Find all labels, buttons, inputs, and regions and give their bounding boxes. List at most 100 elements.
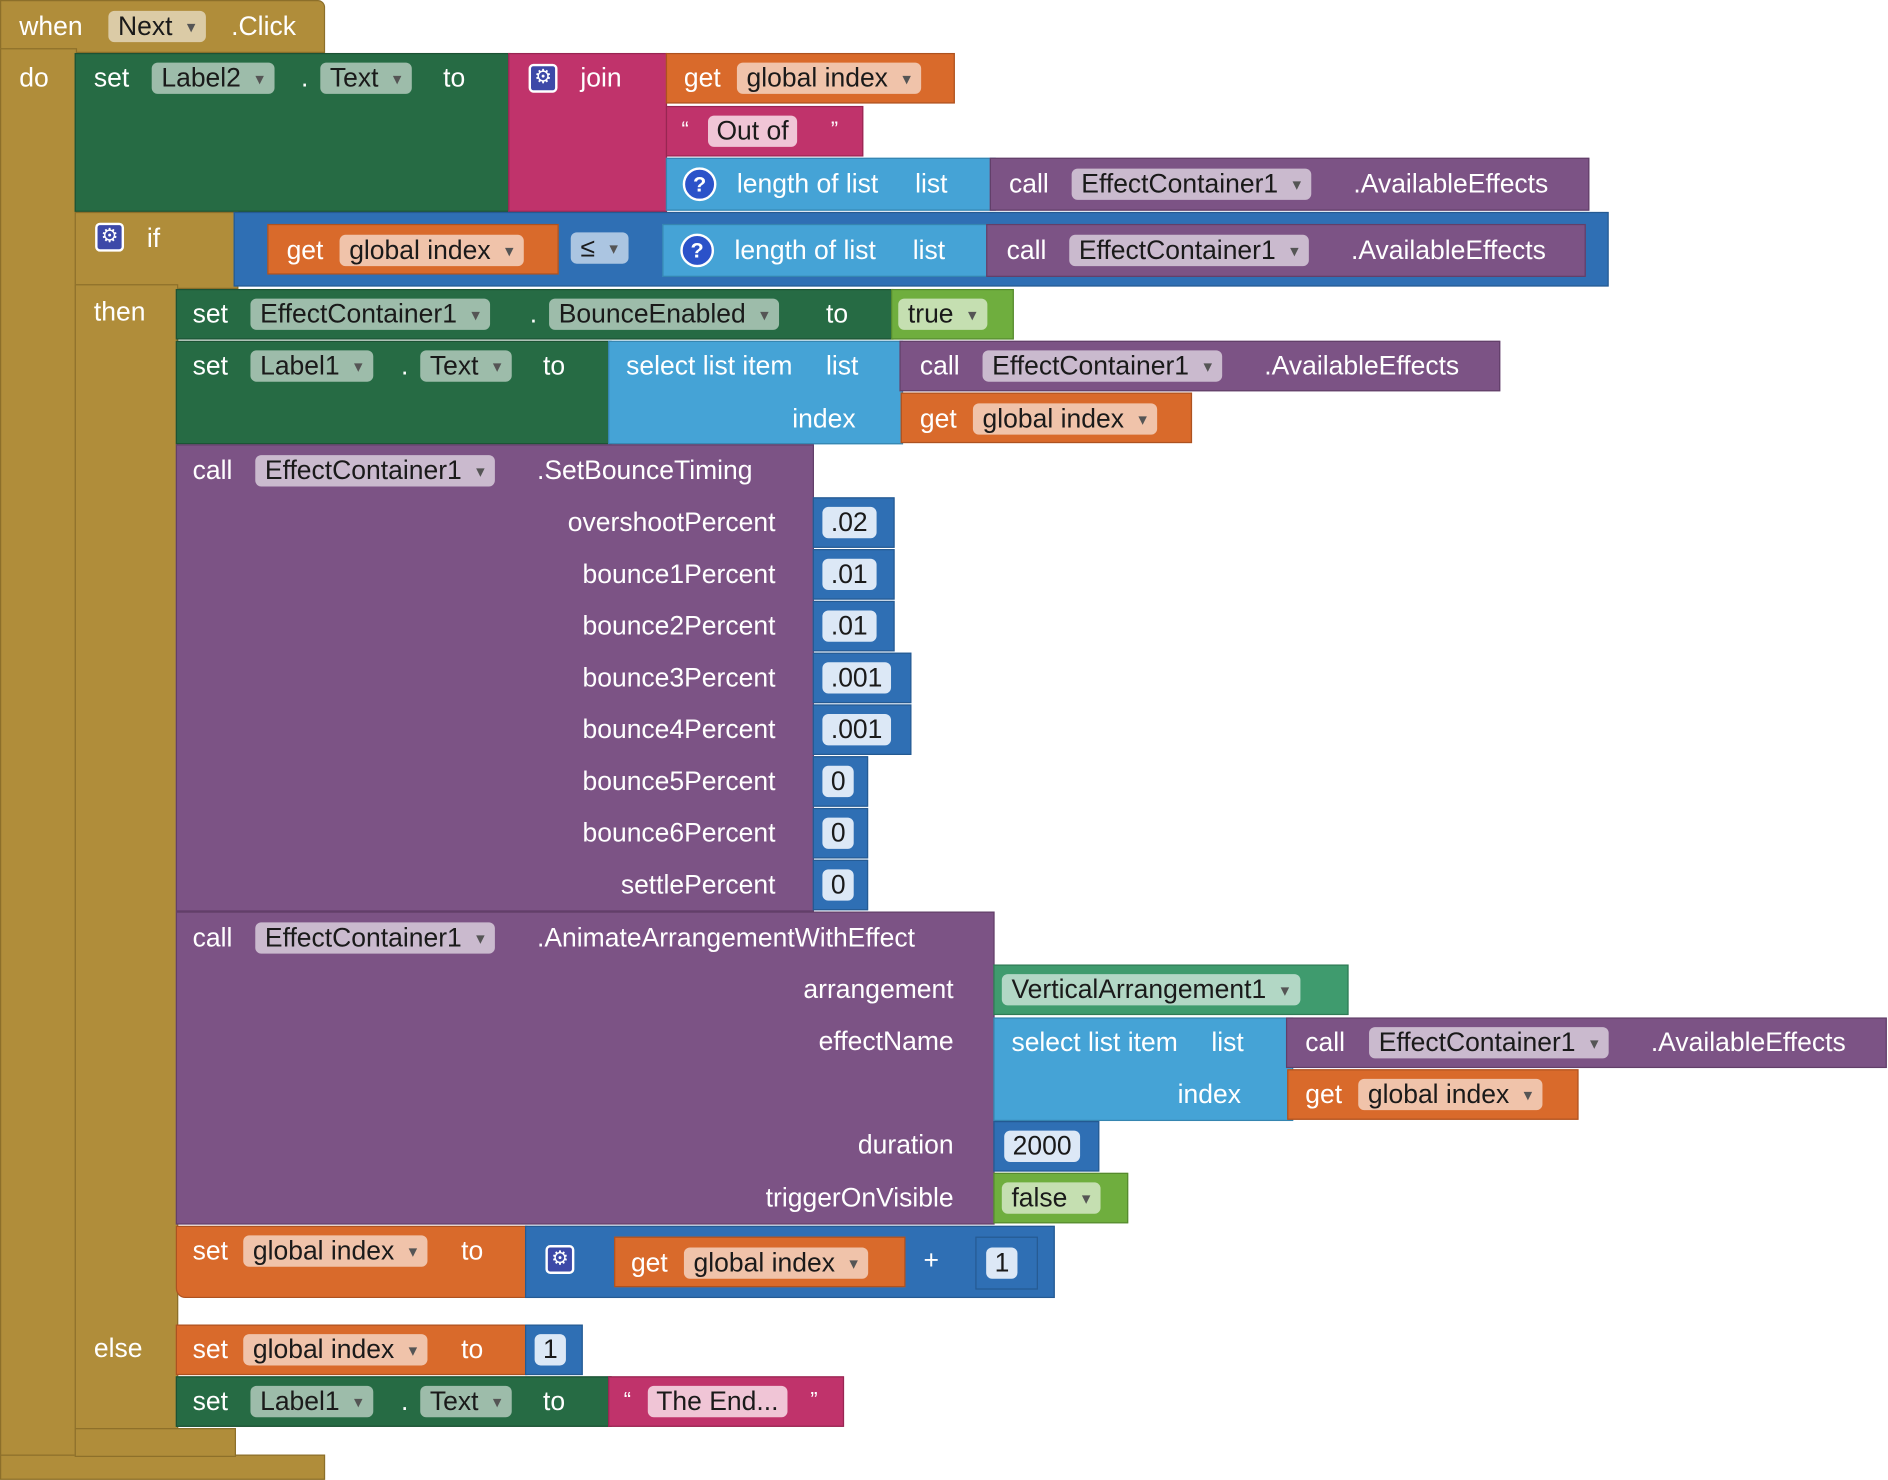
effect-container-dropdown[interactable]: EffectContainer1 (255, 455, 496, 487)
set-keyword: set (192, 350, 229, 381)
effect-container-dropdown[interactable]: EffectContainer1 (982, 350, 1223, 382)
set-keyword: set (192, 298, 229, 329)
set-label1-text-block[interactable] (175, 340, 612, 445)
global-index-dropdown[interactable]: global index (1358, 1078, 1543, 1111)
call-keyword: call (192, 922, 233, 953)
bounce-param-value-field[interactable]: .01 (822, 610, 877, 642)
bounce-param-value-field[interactable]: .001 (822, 662, 891, 694)
call-keyword: call (1006, 234, 1047, 265)
global-index-dropdown[interactable]: global index (243, 1235, 428, 1267)
to-keyword: to (543, 1385, 566, 1417)
list-label: list (912, 234, 946, 265)
to-keyword: to (461, 1235, 484, 1266)
vertical-arrangement-dropdown[interactable]: VerticalArrangement1 (1001, 974, 1300, 1006)
label1-component-dropdown[interactable]: Label1 (250, 350, 374, 382)
event-block-footer (0, 1454, 326, 1480)
call-keyword: call (1305, 1027, 1345, 1058)
bounce-param-label: bounce1Percent (582, 558, 776, 589)
global-index-dropdown[interactable]: global index (243, 1334, 428, 1366)
effect-container-dropdown[interactable]: EffectContainer1 (1069, 234, 1310, 267)
trigger-on-visible-param-label: triggerOnVisible (765, 1182, 954, 1213)
label1-component-dropdown[interactable]: Label1 (250, 1385, 374, 1418)
list-label: list (826, 350, 859, 381)
list-label: list (1211, 1027, 1244, 1058)
call-keyword: call (192, 455, 233, 486)
bounce-param-label: overshootPercent (567, 506, 776, 538)
bounce-param-label: settlePercent (620, 869, 776, 900)
bounce-param-value-field[interactable]: 0 (822, 817, 855, 849)
set-label2-text-block[interactable] (74, 52, 511, 212)
number-one-block[interactable] (975, 1236, 1038, 1290)
get-keyword: get (630, 1247, 668, 1278)
help-icon[interactable]: ? (680, 233, 715, 268)
gear-icon[interactable]: ⚙ (545, 1245, 575, 1274)
set-bounce-timing-block[interactable] (175, 444, 814, 912)
dot-separator: . (301, 62, 309, 93)
index-label: index (1177, 1078, 1241, 1109)
gear-icon[interactable]: ⚙ (95, 222, 125, 252)
length-of-list-label: length of list (736, 168, 879, 199)
select-list-item-block[interactable] (608, 340, 904, 445)
the-end-text-field[interactable]: The End... (647, 1385, 787, 1418)
bounce-param-value-field[interactable]: .01 (822, 558, 877, 591)
dot-separator: . (400, 1385, 409, 1417)
select-list-item-label: select list item (1011, 1027, 1178, 1058)
arrangement-param-label: arrangement (803, 974, 954, 1005)
get-keyword: get (286, 234, 324, 265)
to-keyword: to (461, 1334, 484, 1365)
open-quote: “ (681, 116, 689, 141)
get-keyword: get (919, 403, 957, 434)
label1-property-dropdown[interactable]: Text (420, 350, 513, 382)
effect-container-dropdown[interactable]: EffectContainer1 (250, 298, 491, 330)
effect-container-dropdown[interactable]: EffectContainer1 (1071, 168, 1312, 200)
set-label1-text-block[interactable] (175, 1376, 612, 1427)
available-effects-label: .AvailableEffects (1351, 234, 1546, 265)
animate-arrangement-block[interactable] (175, 911, 995, 1225)
length-of-list-block[interactable] (665, 157, 996, 211)
bounce-param-label: bounce5Percent (582, 765, 776, 796)
then-keyword: then (93, 296, 146, 327)
else-keyword: else (93, 1332, 143, 1364)
set-keyword: set (192, 1334, 229, 1365)
label1-property-dropdown[interactable]: Text (420, 1385, 513, 1418)
to-keyword: to (543, 350, 566, 381)
bounce-param-value-field[interactable]: 0 (822, 765, 855, 798)
effect-container-dropdown[interactable]: EffectContainer1 (1369, 1027, 1610, 1059)
bounce-param-value-field[interactable]: 0 (822, 869, 855, 901)
bounce-param-value-field[interactable]: .02 (822, 506, 877, 539)
close-quote: ” (810, 1387, 818, 1412)
event-component-dropdown[interactable]: Next (108, 10, 207, 43)
global-index-dropdown[interactable]: global index (339, 234, 525, 267)
number-one-field[interactable]: 1 (534, 1334, 567, 1366)
available-effects-label: .AvailableEffects (1264, 350, 1460, 381)
to-keyword: to (443, 62, 466, 93)
close-quote: ” (830, 116, 839, 141)
duration-value-field[interactable]: 2000 (1004, 1130, 1081, 1162)
gear-icon[interactable]: ⚙ (528, 63, 558, 93)
call-keyword: call (1009, 168, 1049, 199)
join-keyword: join (580, 62, 622, 93)
call-keyword: call (919, 350, 960, 381)
bounce-enabled-property-dropdown[interactable]: BounceEnabled (549, 298, 780, 330)
help-icon[interactable]: ? (682, 167, 717, 202)
index-label: index (792, 403, 856, 434)
global-index-dropdown[interactable]: global index (683, 1247, 869, 1279)
event-block-body (0, 48, 78, 1457)
bounce-param-label: bounce3Percent (582, 662, 776, 693)
number-one-field[interactable]: 1 (986, 1247, 1018, 1279)
global-index-dropdown[interactable]: global index (972, 403, 1158, 435)
global-index-dropdown[interactable]: global index (736, 62, 922, 94)
effect-container-dropdown[interactable]: EffectContainer1 (255, 922, 496, 954)
true-dropdown[interactable]: true (898, 298, 988, 330)
bounce-param-value-field[interactable]: .001 (822, 714, 891, 746)
bounce-param-label: bounce2Percent (582, 610, 776, 641)
out-of-text-field[interactable]: Out of (708, 115, 798, 147)
label2-component-dropdown[interactable]: Label2 (151, 62, 275, 94)
set-bounce-timing-label: .SetBounceTiming (537, 455, 753, 486)
select-list-item-block[interactable] (993, 1017, 1294, 1122)
event-name: .Click (231, 10, 296, 41)
label2-property-dropdown[interactable]: Text (320, 62, 413, 94)
comparison-operator-dropdown[interactable]: ≤ (570, 232, 629, 264)
false-dropdown[interactable]: false (1001, 1182, 1102, 1214)
